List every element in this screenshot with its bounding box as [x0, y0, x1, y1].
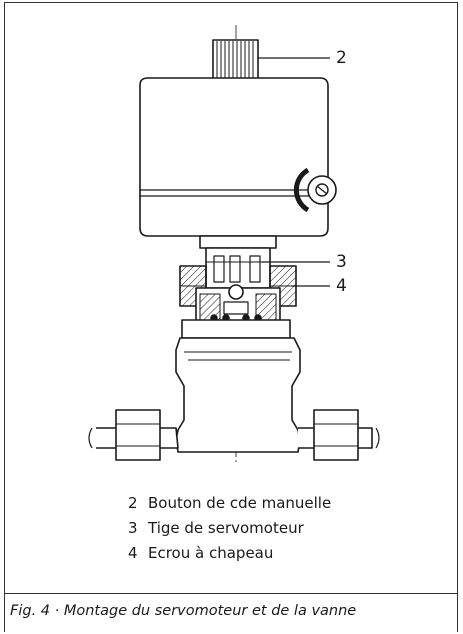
caption-divider: [4, 593, 458, 594]
legend-list: 2 Bouton de cde manuelle 3 Tige de servomo…: [128, 491, 331, 566]
legend-item: 4 Ecrou à chapeau: [128, 541, 331, 566]
callout-2: 2: [336, 48, 347, 68]
legend-number: 4: [128, 544, 138, 562]
figure-caption: Fig. 4 · Montage du servomoteur et de la…: [10, 603, 357, 619]
valve-body: [88, 337, 380, 461]
callout-4: 4: [336, 276, 347, 296]
legend-text: Tige de servomoteur: [148, 519, 304, 537]
actuator-neck: [199, 235, 277, 289]
manual-override-knob: [212, 39, 259, 81]
legend-number: 3: [128, 519, 138, 537]
legend-item: 2 Bouton de cde manuelle: [128, 491, 331, 516]
valve-bonnet: [181, 284, 291, 339]
figure-frame: [4, 2, 458, 632]
actuator-housing: [139, 77, 337, 237]
legend-item: 3 Tige de servomoteur: [128, 516, 331, 541]
legend-number: 2: [128, 494, 138, 512]
callout-3: 3: [336, 252, 347, 272]
legend-text: Bouton de cde manuelle: [148, 494, 332, 512]
legend-text: Ecrou à chapeau: [148, 544, 274, 562]
